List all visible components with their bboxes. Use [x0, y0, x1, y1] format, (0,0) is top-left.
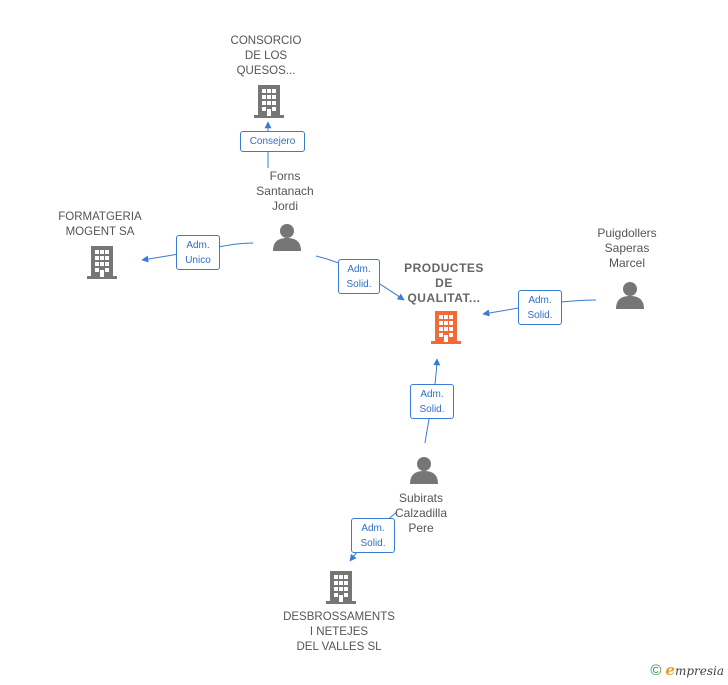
- building-icon[interactable]: [326, 571, 356, 604]
- building-icon[interactable]: [431, 311, 461, 344]
- node-productes-label[interactable]: PRODUCTES DE QUALITAT...: [404, 261, 484, 305]
- person-puigdollers-label[interactable]: Puigdollers Saperas Marcel: [597, 226, 657, 270]
- person-icon[interactable]: [616, 282, 644, 309]
- person-subirats-label[interactable]: Subirats Calzadilla Pere: [394, 491, 448, 535]
- edge-forns-solid-badge[interactable]: Adm. Solid.: [338, 259, 380, 294]
- building-icon[interactable]: [87, 246, 117, 279]
- node-formatgeria-label[interactable]: FORMATGERIA MOGENT SA: [58, 211, 142, 238]
- empresia-logo: empresia: [665, 661, 724, 679]
- edge-adm-unico-badge[interactable]: Adm. Unico: [176, 235, 220, 270]
- node-desbrossaments-label[interactable]: DESBROSSAMENTS I NETEJES DEL VALLES SL: [283, 611, 395, 653]
- person-forns-label[interactable]: Forns Santanach Jordi: [256, 169, 314, 213]
- copyright-icon: ©: [650, 661, 662, 679]
- edge-consejero-badge[interactable]: Consejero: [240, 131, 305, 152]
- edge-puig-solid-badge[interactable]: Adm. Solid.: [518, 290, 562, 325]
- node-consorcio-label[interactable]: CONSORCIO DE LOS QUESOS...: [230, 35, 302, 77]
- person-icon[interactable]: [410, 457, 438, 484]
- edge-subirats-solid-badge[interactable]: Adm. Solid.: [410, 384, 454, 419]
- edge-desbross-solid-badge[interactable]: Adm. Solid.: [351, 518, 395, 553]
- building-icon[interactable]: [254, 85, 284, 118]
- footer-brand: © empresia: [650, 661, 724, 679]
- person-icon[interactable]: [273, 224, 301, 251]
